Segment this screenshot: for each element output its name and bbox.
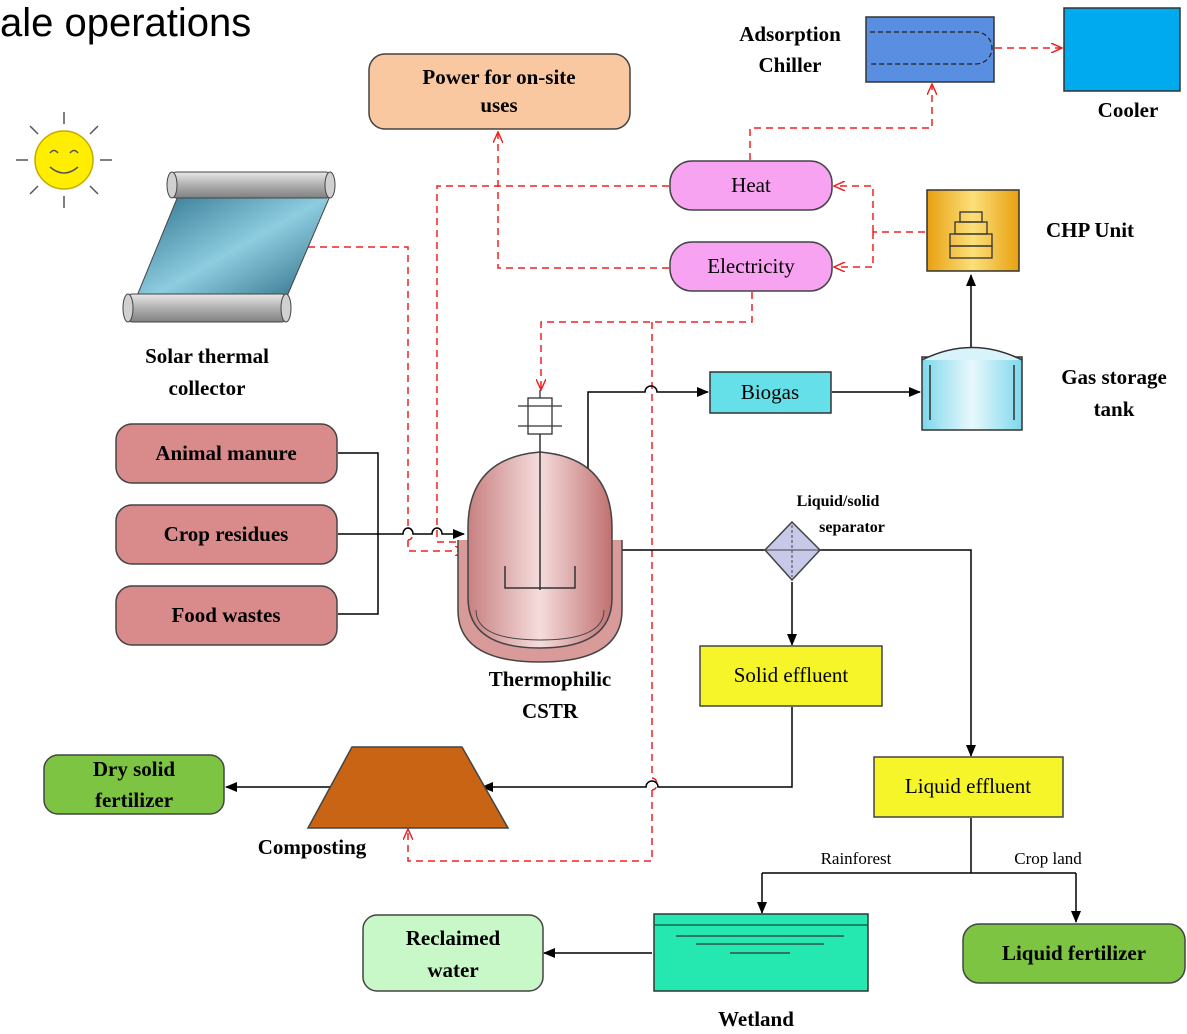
solid-effluent-label: Solid effluent — [734, 663, 849, 687]
electricity-label: Electricity — [707, 254, 795, 278]
separator-icon — [763, 520, 822, 582]
reclaimed-label-1: Reclaimed — [406, 926, 501, 950]
separator-to-liquid-line — [820, 549, 976, 757]
power-label-1: Power for on-site — [422, 65, 575, 89]
gas-tank-icon — [921, 346, 1023, 431]
electricity-to-composting-line-b — [408, 790, 653, 862]
electricity-hop — [651, 777, 658, 791]
liquid-fertilizer-box — [962, 923, 1186, 984]
dry-solid-label-2: fertilizer — [95, 788, 173, 812]
electricity-box — [669, 241, 833, 292]
solid-to-composting-line — [481, 707, 793, 792]
adsorption-chiller-icon — [865, 16, 995, 83]
cstr-label-1: Thermophilic — [489, 667, 612, 691]
reclaimed-label-2: water — [427, 958, 478, 982]
gas-storage-label-2: tank — [1094, 397, 1135, 421]
solid-flow-lines — [225, 274, 1081, 958]
crop-residues-box — [115, 504, 338, 565]
power-box — [368, 53, 631, 130]
liquid-effluent-label: Liquid effluent — [905, 774, 1031, 798]
heat-box — [669, 160, 833, 211]
reclaimed-water-box — [362, 914, 544, 992]
electricity-to-power-line — [498, 132, 669, 269]
animal-manure-label: Animal manure — [155, 441, 296, 465]
solid-effluent-box — [699, 645, 883, 707]
crop-land-label: Crop land — [1014, 849, 1082, 868]
chp-engine-icon — [926, 189, 1020, 272]
solar-to-reactor-line-b — [407, 540, 466, 551]
page-title: ale operations — [0, 1, 251, 45]
dry-solid-label-1: Dry solid — [93, 757, 176, 781]
cooler-box — [1063, 7, 1181, 92]
crop-residues-label: Crop residues — [164, 522, 289, 546]
power-label-2: uses — [480, 93, 517, 117]
biogas-box — [709, 371, 832, 414]
wetland-icon — [653, 913, 869, 992]
electricity-to-mixer-line — [541, 292, 753, 390]
composting-icon — [306, 746, 510, 829]
biogas-label: Biogas — [741, 380, 799, 404]
reactor-to-biogas-line — [587, 385, 709, 480]
dry-solid-fertilizer-box — [43, 754, 225, 815]
cstr-label-2: CSTR — [522, 699, 579, 723]
gas-storage-label-1: Gas storage — [1061, 365, 1167, 389]
chiller-label-1: Adsorption — [739, 22, 841, 46]
separator-label-2: separator — [819, 519, 885, 536]
solar-collector-icon — [122, 171, 336, 323]
reactor-icon — [457, 390, 623, 663]
chiller-label-2: Chiller — [759, 53, 822, 77]
sun-icon — [16, 112, 112, 208]
cooler-label: Cooler — [1098, 98, 1159, 122]
animal-manure-box — [115, 423, 338, 484]
liquid-fertilizer-label: Liquid fertilizer — [1002, 941, 1146, 965]
separator-label-1: Liquid/solid — [797, 493, 880, 510]
heat-label: Heat — [731, 173, 771, 197]
solar-label-2: collector — [169, 376, 246, 400]
food-wastes-label: Food wastes — [171, 603, 280, 627]
chp-to-electricity-line — [834, 232, 874, 267]
food-wastes-box — [115, 585, 338, 646]
rainforest-label: Rainforest — [821, 849, 892, 868]
chp-label: CHP Unit — [1046, 218, 1134, 242]
solar-to-reactor-line-a — [308, 246, 409, 528]
heat-to-reactor-line — [436, 185, 669, 542]
feedstock-to-reactor-line — [338, 527, 465, 539]
liquid-effluent-box — [873, 756, 1064, 818]
heat-to-chiller-line — [749, 84, 932, 160]
composting-label: Composting — [258, 835, 367, 859]
wetland-label: Wetland — [718, 1007, 794, 1031]
chp-to-heat-line — [834, 186, 874, 232]
solar-label-1: Solar thermal — [145, 344, 269, 368]
